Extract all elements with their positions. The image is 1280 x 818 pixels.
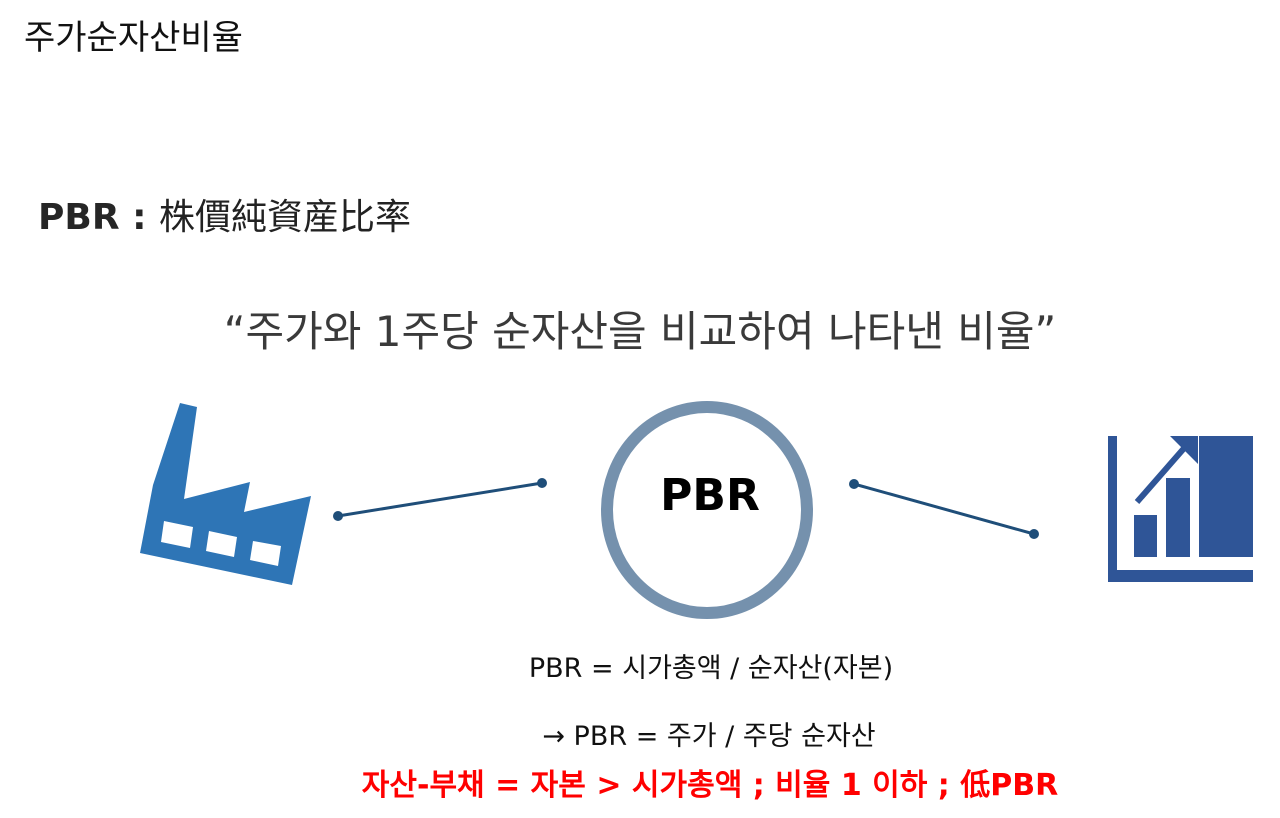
- right-connector: [849, 479, 1039, 539]
- pbr-ring: [601, 401, 813, 619]
- subtitle-separator: :: [119, 197, 160, 238]
- subtitle: PBR : 株價純資産比率: [38, 188, 411, 240]
- conclusion-note: 자산-부채 = 자본 > 시가총액 ; 비율 1 이하 ; 低PBR: [361, 768, 1059, 803]
- factory-icon: [140, 403, 311, 585]
- pbr-center-label: PBR: [660, 470, 760, 521]
- pbr-diagram: PBR: [0, 390, 1280, 630]
- left-connector: [333, 478, 547, 521]
- formula-per-share: → PBR = 주가 / 주당 순자산: [542, 721, 876, 752]
- formula-market-cap: PBR = 시가총액 / 순자산(자본): [528, 653, 894, 684]
- subtitle-hanja: 株價純資産比率: [159, 197, 412, 238]
- slide-title: 주가순자산비율: [24, 18, 243, 58]
- definition-quote: “주가와 1주당 순자산을 비교하여 나타낸 비율”: [223, 307, 1057, 356]
- diagram-graphics: [140, 401, 1253, 619]
- bar-chart-growth-icon: [1108, 436, 1253, 582]
- subtitle-abbr: PBR: [38, 197, 120, 238]
